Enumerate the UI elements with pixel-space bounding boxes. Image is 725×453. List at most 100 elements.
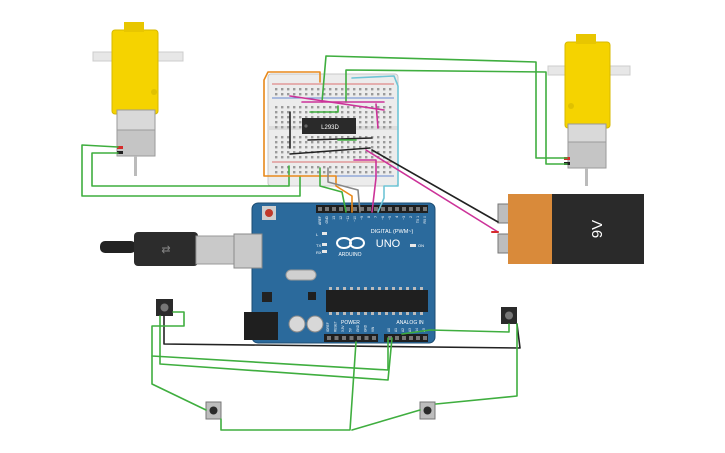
breadboard-hole bbox=[281, 171, 284, 174]
digital-pin-label: ~6 bbox=[381, 216, 385, 220]
right-dc-motor[interactable] bbox=[547, 34, 631, 186]
breadboard-hole bbox=[371, 106, 374, 109]
atmega-pin bbox=[385, 287, 388, 290]
wire-green-left-button[interactable] bbox=[151, 355, 207, 411]
wire-orange[interactable] bbox=[263, 71, 353, 213]
breadboard-hole bbox=[329, 166, 332, 169]
analog-label: ANALOG IN bbox=[396, 320, 424, 326]
breadboard-hole bbox=[371, 88, 374, 91]
breadboard-hole bbox=[299, 156, 302, 159]
breadboard-hole bbox=[353, 93, 356, 96]
wire-green-right-sensor[interactable] bbox=[401, 323, 510, 335]
power-pin-label: GND bbox=[364, 324, 368, 332]
breadboard-hole bbox=[281, 141, 284, 144]
breadboard-hole bbox=[293, 166, 296, 169]
breadboard-hole bbox=[311, 116, 314, 119]
wire-right-motor-b[interactable] bbox=[345, 69, 568, 165]
wire-left-motor-a[interactable] bbox=[81, 144, 301, 197]
breadboard-hole bbox=[347, 136, 350, 139]
digital-pin-label: 8 bbox=[367, 216, 371, 218]
left-pushbutton[interactable] bbox=[205, 401, 222, 420]
breadboard-hole bbox=[275, 141, 278, 144]
wire-black-bb-1[interactable] bbox=[289, 147, 371, 155]
breadboard-hole bbox=[305, 93, 308, 96]
digital-pin-hole bbox=[360, 207, 364, 211]
left-sensor[interactable] bbox=[156, 299, 173, 316]
breadboard-hole bbox=[311, 136, 314, 139]
breadboard-hole bbox=[389, 136, 392, 139]
wire-black-ground[interactable] bbox=[163, 315, 521, 349]
wire-black-bb-2[interactable] bbox=[307, 137, 373, 141]
wire-green-right-sensor-2[interactable] bbox=[435, 323, 518, 405]
breadboard-hole bbox=[329, 146, 332, 149]
breadboard-hole bbox=[329, 106, 332, 109]
small-chip bbox=[308, 292, 316, 300]
wire-green-right-button[interactable] bbox=[351, 409, 421, 431]
wire-green-bb-short[interactable] bbox=[309, 105, 339, 113]
wire-left-motor-b[interactable] bbox=[91, 152, 290, 187]
breadboard-hole bbox=[389, 146, 392, 149]
breadboard-hole bbox=[305, 171, 308, 174]
breadboard-hole bbox=[299, 166, 302, 169]
breadboard-hole bbox=[383, 116, 386, 119]
breadboard-hole bbox=[377, 141, 380, 144]
wire-cyan[interactable] bbox=[351, 75, 399, 213]
breadboard-hole bbox=[293, 116, 296, 119]
analog-pin-label: A1 bbox=[394, 328, 398, 332]
digital-pin-label: ~10 bbox=[353, 216, 357, 222]
atmega-pin bbox=[378, 312, 381, 315]
breadboard-hole bbox=[299, 136, 302, 139]
left-dc-motor[interactable] bbox=[92, 22, 184, 176]
left-motor-screw bbox=[151, 89, 157, 95]
breadboard-hole bbox=[353, 106, 356, 109]
breadboard-hole bbox=[305, 166, 308, 169]
breadboard-hole bbox=[305, 111, 308, 114]
breadboard-hole bbox=[299, 93, 302, 96]
wire-green-left-sensor-2[interactable] bbox=[159, 315, 393, 381]
breadboard-hole bbox=[305, 156, 308, 159]
breadboard-hole bbox=[275, 93, 278, 96]
9v-battery[interactable]: 9V bbox=[497, 194, 644, 264]
breadboard-hole bbox=[341, 171, 344, 174]
breadboard-hole bbox=[323, 106, 326, 109]
digital-pin-label: ~5 bbox=[388, 216, 392, 220]
wire-magenta-battery[interactable] bbox=[365, 149, 499, 233]
wire-grey-bb-arduino[interactable] bbox=[327, 167, 361, 213]
breadboard-hole bbox=[365, 111, 368, 114]
digital-pin-label: 2 bbox=[409, 216, 413, 218]
breadboard-hole bbox=[323, 136, 326, 139]
wire-green-left-sensor[interactable] bbox=[151, 311, 389, 371]
wire-green-left-button-2[interactable] bbox=[220, 341, 357, 431]
breadboard-hole bbox=[311, 146, 314, 149]
wire-magenta-1[interactable] bbox=[289, 95, 385, 111]
breadboard-hole bbox=[287, 93, 290, 96]
right-sensor[interactable] bbox=[501, 307, 517, 324]
breadboard-hole bbox=[275, 136, 278, 139]
wire-green-bb-arduino-1[interactable] bbox=[319, 167, 347, 213]
breadboard-hole bbox=[293, 88, 296, 91]
reset-button-cap bbox=[265, 209, 273, 217]
breadboard-hole bbox=[371, 146, 374, 149]
breadboard-hole bbox=[293, 106, 296, 109]
breadboard-hole bbox=[317, 156, 320, 159]
capacitor-1 bbox=[288, 315, 306, 333]
breadboard-hole bbox=[347, 146, 350, 149]
power-pin-label: RESET bbox=[334, 321, 338, 332]
breadboard-hole bbox=[317, 93, 320, 96]
l293d-chip[interactable]: L293D bbox=[302, 118, 356, 134]
atmega-pin bbox=[378, 287, 381, 290]
digital-pin-hole bbox=[332, 207, 336, 211]
breadboard-hole bbox=[365, 141, 368, 144]
atmega-pin bbox=[413, 287, 416, 290]
breadboard-hole bbox=[353, 136, 356, 139]
wire-black-battery[interactable] bbox=[371, 149, 499, 223]
breadboard-hole bbox=[287, 146, 290, 149]
left-motor-gearbox bbox=[111, 29, 159, 115]
wire-magenta-4[interactable] bbox=[353, 159, 377, 213]
usb-plug-body bbox=[134, 232, 198, 266]
breadboard-hole bbox=[383, 126, 386, 129]
wire-magenta-3[interactable] bbox=[375, 103, 379, 129]
right-pushbutton[interactable] bbox=[419, 401, 436, 420]
